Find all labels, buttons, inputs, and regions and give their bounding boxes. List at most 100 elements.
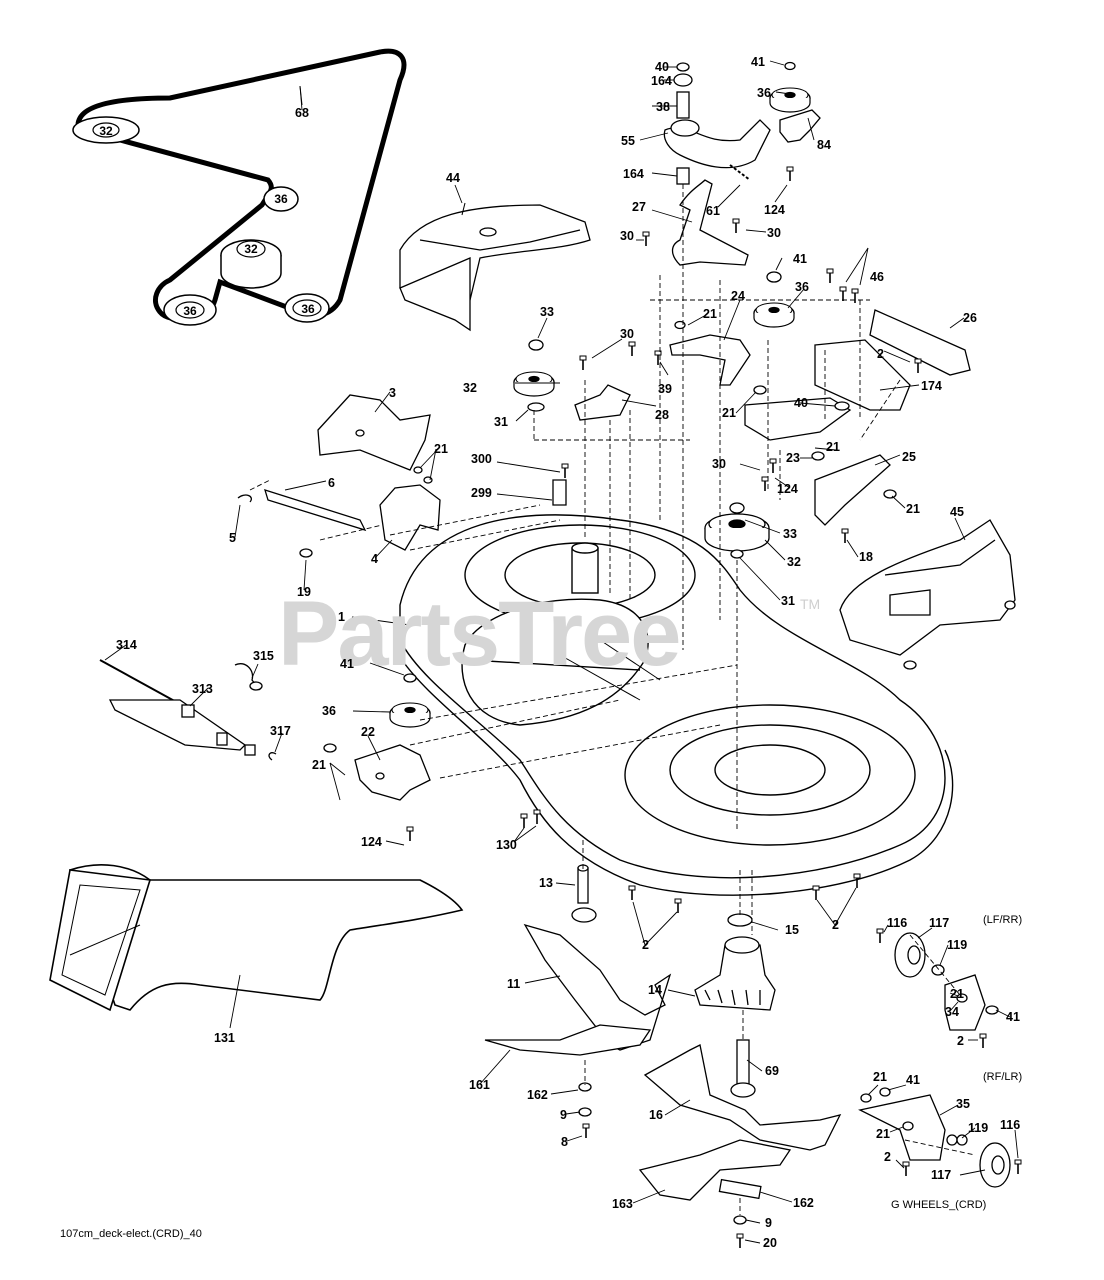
part-label: 174 xyxy=(921,379,942,393)
part-label: 36 xyxy=(322,704,336,718)
part-label: 314 xyxy=(116,638,137,652)
footer-code: 107cm_deck-elect.(CRD)_40 xyxy=(60,1228,202,1240)
part-label: 116 xyxy=(1000,1118,1021,1132)
part-label: 21 xyxy=(873,1070,887,1084)
watermark: PartsTree xyxy=(278,583,681,685)
part-label: 313 xyxy=(192,682,213,696)
idler-arm-assembly xyxy=(642,61,821,266)
part-label: 28 xyxy=(655,408,669,422)
part-label: 21 xyxy=(826,440,840,454)
part-label: 26 xyxy=(963,311,977,325)
part-label: 30 xyxy=(712,457,726,471)
part-label: 164 xyxy=(651,74,672,88)
belt-routing-diagram xyxy=(72,48,407,326)
part-label: 41 xyxy=(793,252,807,266)
part-label: 21 xyxy=(722,406,736,420)
part-label: 18 xyxy=(859,550,873,564)
left-blade-assembly xyxy=(484,864,861,1139)
part-label: 41 xyxy=(1006,1010,1020,1024)
part-label: 21 xyxy=(950,987,964,1001)
part-label: 164 xyxy=(623,167,644,181)
part-label: 19 xyxy=(297,585,311,599)
part-label: 13 xyxy=(539,876,553,890)
part-label: 36 xyxy=(795,280,809,294)
wheel-group-note: G WHEELS_(CRD) xyxy=(891,1199,987,1211)
part-label: 84 xyxy=(817,138,831,152)
part-label: 32 xyxy=(463,381,477,395)
part-label: 21 xyxy=(703,307,717,321)
part-label: 33 xyxy=(783,527,797,541)
part-label: 36 xyxy=(757,86,771,100)
part-label: 31 xyxy=(781,594,795,608)
part-label: 2 xyxy=(957,1034,964,1048)
part-label: 35 xyxy=(956,1097,970,1111)
part-label: 25 xyxy=(902,450,916,464)
part-label: 61 xyxy=(706,204,720,218)
part-label: 41 xyxy=(906,1073,920,1087)
part-label: 30 xyxy=(620,327,634,341)
part-label: 6 xyxy=(328,476,335,490)
part-label: 161 xyxy=(469,1078,490,1092)
part-label: 130 xyxy=(496,838,517,852)
center-pulley-assembly xyxy=(704,502,770,559)
part-label: 41 xyxy=(751,55,765,69)
part-label: 3 xyxy=(389,386,396,400)
belt-pulley-label: 36 xyxy=(274,192,288,206)
part-label: 32 xyxy=(787,555,801,569)
part-label: 38 xyxy=(656,100,670,114)
part-label: 131 xyxy=(214,1031,235,1045)
part-label: 33 xyxy=(540,305,554,319)
part-label: 117 xyxy=(929,916,950,930)
part-label: 1 xyxy=(338,610,345,624)
left-idler-assembly xyxy=(323,673,541,842)
belt-pulley-label: 36 xyxy=(183,304,197,318)
part-label: 124 xyxy=(361,835,382,849)
wheel-note-front: (LF/RR) xyxy=(983,914,1023,926)
part-label: 300 xyxy=(471,452,492,466)
part-label: 45 xyxy=(950,505,964,519)
part-label: 55 xyxy=(621,134,635,148)
watermark-tm: TM xyxy=(800,596,821,612)
part-label: 124 xyxy=(777,482,798,496)
assembly-guide-lines xyxy=(249,184,976,1215)
part-label: 119 xyxy=(947,938,968,952)
part-label: 31 xyxy=(494,415,508,429)
part-label: 30 xyxy=(620,229,634,243)
part-label: 2 xyxy=(832,918,839,932)
part-label: 44 xyxy=(446,171,460,185)
part-label: 27 xyxy=(632,200,646,214)
part-label: 41 xyxy=(340,657,354,671)
part-label: 2 xyxy=(877,347,884,361)
part-label: 317 xyxy=(270,724,291,738)
belt-pulley-label: 32 xyxy=(244,242,258,256)
label-leader-lines xyxy=(104,60,1019,1244)
part-label: 124 xyxy=(764,203,785,217)
part-label: 24 xyxy=(731,289,745,303)
part-label: 315 xyxy=(253,649,274,663)
left-pulley-assembly xyxy=(513,339,636,421)
wheel-note-rear: (RF/LR) xyxy=(983,1071,1023,1083)
part-label: 21 xyxy=(312,758,326,772)
spindle-assembly xyxy=(694,913,776,1098)
part-label: 30 xyxy=(767,226,781,240)
part-label: 16 xyxy=(649,1108,663,1122)
part-label: 40 xyxy=(794,396,808,410)
right-blade-assembly xyxy=(638,1044,842,1249)
part-label: 39 xyxy=(658,382,672,396)
part-label: 116 xyxy=(887,916,908,930)
part-label: 2 xyxy=(642,938,649,952)
part-label: 68 xyxy=(295,106,309,120)
mower-deck-shell xyxy=(399,514,954,896)
part-label: 21 xyxy=(876,1127,890,1141)
part-label: 15 xyxy=(785,923,799,937)
belt-cover-left xyxy=(399,202,591,332)
height-adjuster-assembly xyxy=(99,659,277,761)
belt-pulley-label: 32 xyxy=(99,124,113,138)
part-label: 162 xyxy=(527,1088,548,1102)
gauge-wheel-front xyxy=(876,928,999,1049)
left-bracket-assembly xyxy=(237,394,569,558)
part-label: 23 xyxy=(786,451,800,465)
part-label: 11 xyxy=(507,977,521,991)
